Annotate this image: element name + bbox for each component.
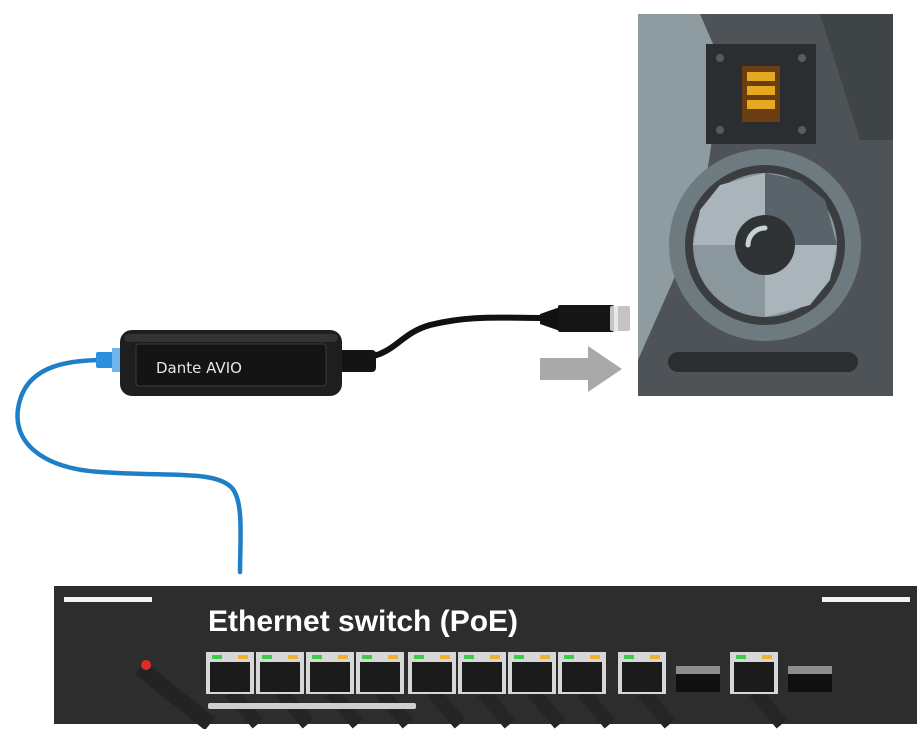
speaker-highlight-left: [638, 14, 720, 360]
switch-rack-ear-left: [64, 597, 152, 602]
adapter-label: Dante AVIO: [156, 359, 242, 377]
adapter-strain-relief: [338, 350, 376, 372]
xlr-connector: [540, 305, 630, 332]
rj45-port: [356, 652, 414, 729]
bass-port: [668, 352, 858, 372]
signal-direction-arrow: [540, 346, 622, 392]
rj45-port: [558, 652, 616, 729]
adapter-label-panel: [135, 343, 327, 387]
tweeter-stripe: [747, 86, 775, 95]
switch-label: Ethernet switch (PoE): [208, 605, 518, 638]
dante-avio-adapter: Dante AVIO: [120, 330, 376, 396]
sfp-slot: [676, 666, 720, 692]
audio-cable: [347, 314, 548, 362]
woofer-dustcap: [735, 215, 795, 275]
tweeter-stripe: [747, 72, 775, 81]
ethernet-switch: Ethernet switch (PoE): [54, 586, 917, 729]
power-led: [141, 660, 151, 670]
rj45-port: [408, 652, 466, 729]
sfp-slot: [788, 666, 832, 692]
speaker: [638, 14, 893, 396]
rj45-port: [618, 652, 676, 729]
rj45-port: [458, 652, 516, 729]
ethernet-cable: [15, 357, 243, 575]
rj45-plug: [96, 348, 122, 372]
rj45-port: [508, 652, 566, 729]
rj45-port: [730, 652, 788, 729]
rj45-port: [256, 652, 314, 729]
switch-label-strip: [208, 703, 416, 709]
tweeter-stripe: [747, 100, 775, 109]
switch-rack-ear-right: [822, 597, 910, 602]
speaker-shadow-right: [820, 14, 893, 140]
switch-ports: [206, 652, 832, 729]
